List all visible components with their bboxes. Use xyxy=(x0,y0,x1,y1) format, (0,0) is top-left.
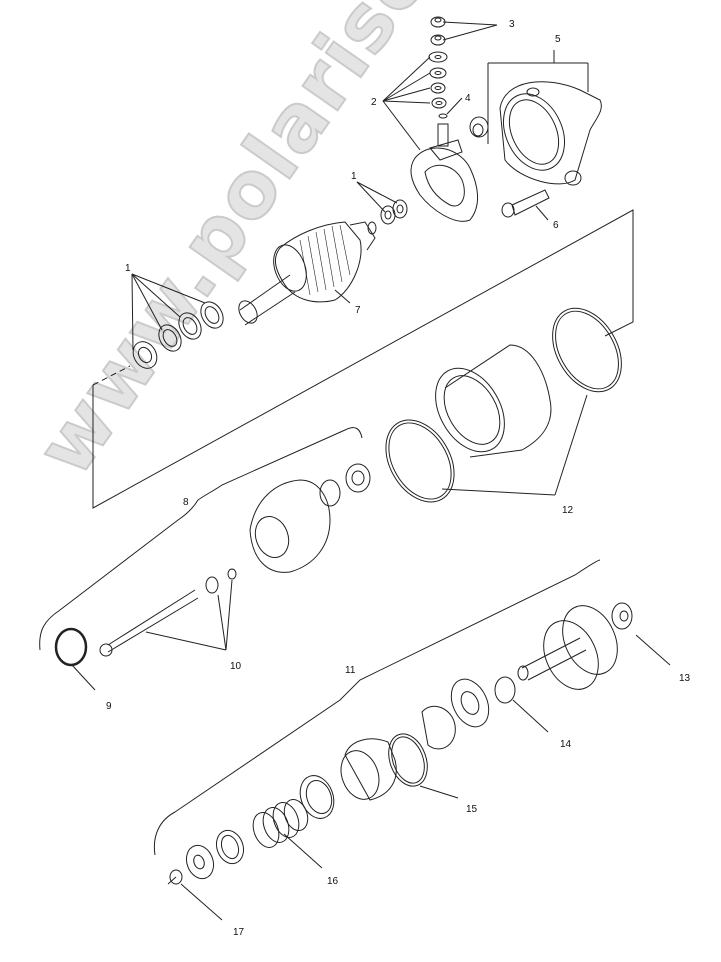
bracket-8 xyxy=(39,209,634,651)
callout-10: 10 xyxy=(230,661,242,672)
end-housing xyxy=(469,50,602,186)
clip-14 xyxy=(450,676,549,733)
callout-1-upper: 1 xyxy=(351,171,357,182)
callout-4: 4 xyxy=(465,93,471,104)
pinion-shaft xyxy=(517,602,671,690)
leader-1b xyxy=(131,273,224,369)
bolt-6 xyxy=(501,189,550,221)
armature xyxy=(238,221,377,326)
brush-plate xyxy=(410,123,478,222)
leader-3 xyxy=(442,21,498,41)
callout-2: 2 xyxy=(371,97,377,108)
callout-8: 8 xyxy=(183,497,189,508)
callout-7: 7 xyxy=(355,305,361,316)
yoke-12 xyxy=(385,307,622,503)
front-housing xyxy=(249,463,371,573)
callout-6: 6 xyxy=(553,220,559,231)
callout-16: 16 xyxy=(327,876,339,887)
clutch-gear xyxy=(299,738,397,819)
clip-17 xyxy=(167,869,223,921)
callout-17: 17 xyxy=(233,927,245,938)
callout-15: 15 xyxy=(466,804,478,815)
spring-16 xyxy=(185,799,323,880)
leader-2 xyxy=(382,56,463,151)
callout-5: 5 xyxy=(555,34,561,45)
through-bolt xyxy=(54,568,237,691)
callout-12: 12 xyxy=(562,505,574,516)
callout-1-lower: 1 xyxy=(125,263,131,274)
bracket-11 xyxy=(153,559,601,856)
leader-1a xyxy=(356,181,408,225)
callout-9: 9 xyxy=(106,701,112,712)
ring-15 xyxy=(388,705,459,799)
callout-11: 11 xyxy=(345,665,356,676)
callout-3: 3 xyxy=(509,19,515,30)
callout-14: 14 xyxy=(560,739,572,750)
callout-13: 13 xyxy=(679,673,691,684)
nut-washer-stack xyxy=(428,16,448,119)
